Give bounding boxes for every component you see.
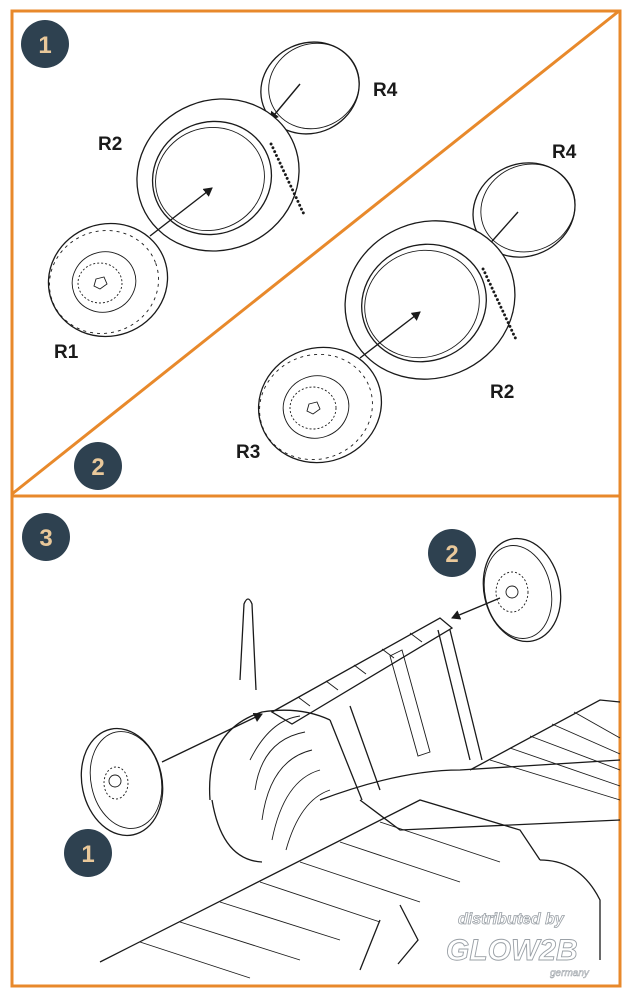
diagonal-divider [11,9,620,496]
watermark-logo: GLOW2B [446,934,578,967]
step-3-number: 3 [39,525,52,552]
label-r3: R3 [236,442,260,463]
label-r4-panel2: R4 [552,142,577,163]
label-r2-panel2: R2 [490,382,514,403]
bottom-panel-frame [10,494,622,988]
watermark-line1: distributed by [458,911,565,928]
label-r4-panel1: R4 [373,80,398,101]
part-r2-tyre-panel2: ●●●●●●●●●●●●●●●●●●● [344,220,519,380]
aircraft-illustration [99,598,621,979]
ref-step-2-number: 2 [445,541,458,568]
watermark-line3: germany [550,968,590,979]
ref-step-2-badge: 2 [428,529,476,577]
step-3-badge: 3 [22,513,70,561]
part-r3-hub [257,346,383,464]
ref-step-1-number: 1 [81,841,94,868]
step-1-badge: 1 [21,20,69,68]
part-r1-hub [47,222,169,338]
label-r2-panel1: R2 [98,134,122,155]
step-2-number: 2 [91,454,104,481]
part-r2-tyre-panel1: ●●●●●●●●●●●●●●●●●●● [136,98,307,252]
label-r1: R1 [54,342,79,363]
assembled-wheel-2 [482,537,562,643]
step-2-badge: 2 [74,442,122,490]
assembled-wheel-1 [80,727,164,837]
ref-step-1-badge: 1 [64,829,112,877]
step-1-number: 1 [38,32,51,59]
part-r4-cap-panel1 [260,41,360,135]
distributor-watermark: distributed by GLOW2B germany [446,911,591,980]
